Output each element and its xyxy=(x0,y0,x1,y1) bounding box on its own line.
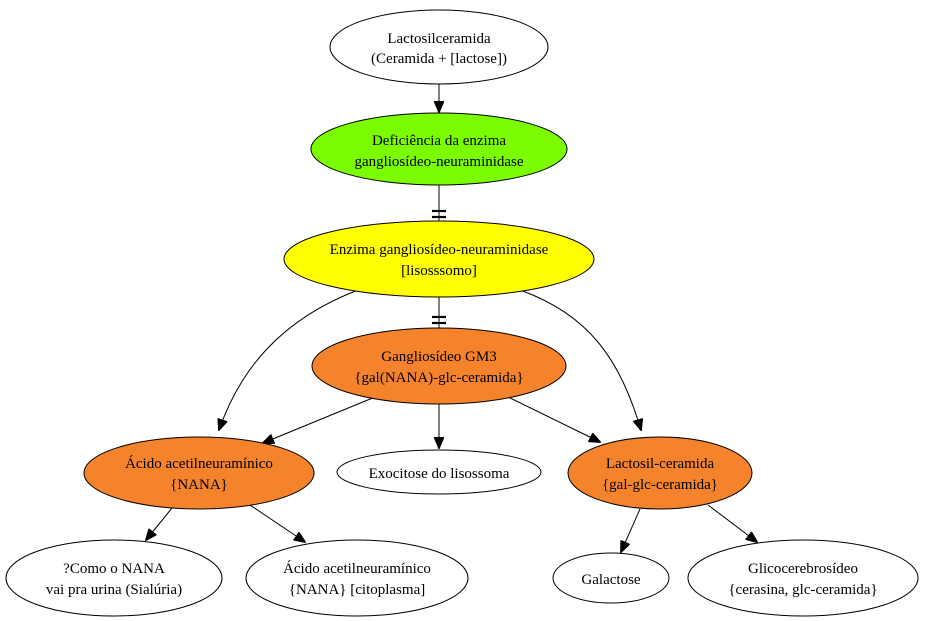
node-deficiencia-line1: Deficiência da enzima xyxy=(372,133,506,149)
node-glicocerebrosideo-line1: Glicocerebrosídeo xyxy=(748,561,858,577)
node-enzima-line2: [lisosssomo] xyxy=(401,263,477,279)
node-nana-citoplasma-line1: Ácido acetilneuramínico xyxy=(283,560,431,577)
edge-gm3-to-lactosil-ceramida xyxy=(505,395,600,442)
node-como-nana-line1: ?Como o NANA xyxy=(63,561,165,577)
node-galactose[interactable]: Galactose xyxy=(552,552,670,604)
node-gm3-line1: Gangliosídeo GM3 xyxy=(381,349,496,365)
edge-nana-to-nana-citoplasma xyxy=(249,504,305,542)
node-galactose-line1: Galactose xyxy=(581,572,640,588)
node-lactosilceramida: Lactosilceramida (Ceramida + [lactose]) xyxy=(329,9,549,85)
edge-gm3-to-nana xyxy=(263,396,376,443)
node-lactosilceramida-line1: Lactosilceramida xyxy=(387,31,491,47)
node-como-nana[interactable]: ?Como o NANA vai pra urina (Sialúria) xyxy=(5,539,223,617)
edge-enzima-to-lactosil-ceramida xyxy=(519,289,641,430)
node-exocitose-line1: Exocitose do lisossoma xyxy=(369,466,510,482)
node-gm3[interactable]: Gangliosídeo GM3 {gal(NANA)-glc-ceramida… xyxy=(311,327,567,405)
node-exocitose[interactable]: Exocitose do lisossoma xyxy=(336,449,542,495)
node-glicocerebrosideo-line2: {cerasina, glc-ceramida} xyxy=(728,582,877,598)
edge-enzima-tee-gm3 xyxy=(432,297,446,328)
edge-nana-to-como-nana xyxy=(146,507,173,540)
edges xyxy=(146,84,757,552)
node-lactosilceramida-line2: (Ceramida + [lactose]) xyxy=(371,51,507,67)
node-glicocerebrosideo[interactable]: Glicocerebrosídeo {cerasina, glc-ceramid… xyxy=(687,539,919,617)
edge-lactosil-ceramida-to-galactose xyxy=(621,508,641,552)
edge-enzima-to-nana xyxy=(219,289,359,430)
node-nana-line2: {NANA} xyxy=(170,477,228,493)
node-lactosil-ceramida-line2: {gal-glc-ceramida} xyxy=(602,477,718,493)
node-enzima[interactable]: Enzima gangliosídeo-neuraminidase [lisos… xyxy=(283,220,595,298)
edge-lactosil-ceramida-to-glicocerebrosideo xyxy=(707,504,757,542)
node-lactosil-ceramida-line1: Lactosil-ceramida xyxy=(606,456,715,472)
node-como-nana-line2: vai pra urina (Sialúria) xyxy=(46,582,182,598)
node-nana[interactable]: Ácido acetilneuramínico {NANA} xyxy=(83,436,315,510)
node-enzima-line1: Enzima gangliosídeo-neuraminidase xyxy=(330,242,549,258)
node-gm3-line2: {gal(NANA)-glc-ceramida} xyxy=(354,370,523,386)
node-deficiencia[interactable]: Deficiência da enzima gangliosídeo-neura… xyxy=(310,112,568,186)
node-lactosil-ceramida[interactable]: Lactosil-ceramida {gal-glc-ceramida} xyxy=(567,436,753,510)
node-nana-line1: Ácido acetilneuramínico xyxy=(125,455,273,472)
node-nana-citoplasma[interactable]: Ácido acetilneuramínico {NANA} [citoplas… xyxy=(245,539,469,617)
node-nana-citoplasma-line2: {NANA} [citoplasma] xyxy=(289,582,425,598)
node-deficiencia-line2: gangliosídeo-neuraminidase xyxy=(354,154,523,170)
